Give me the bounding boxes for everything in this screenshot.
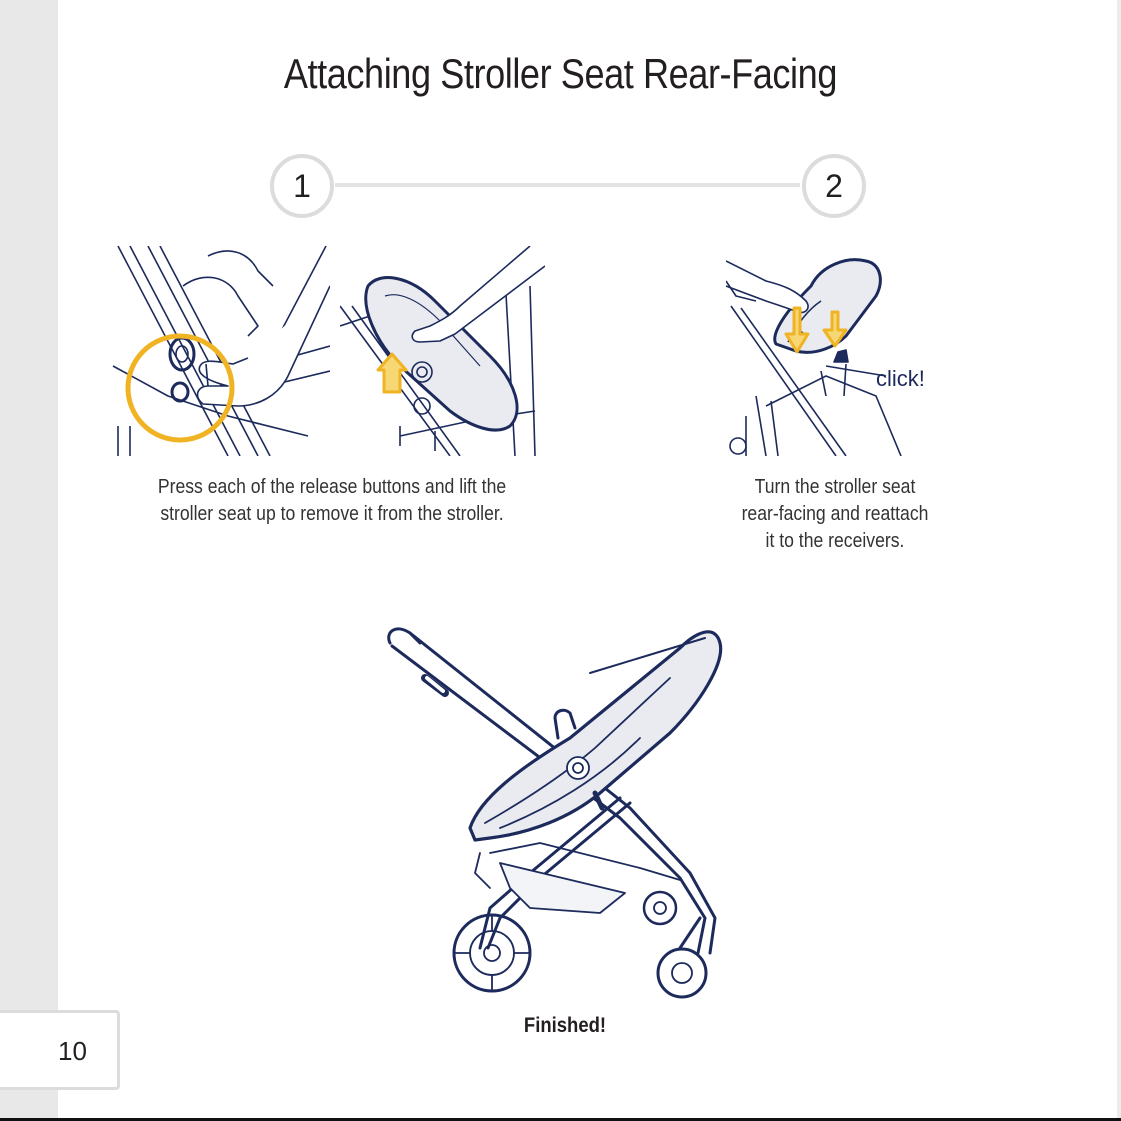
step-2-badge: 2 [802, 154, 866, 218]
step-2-caption: Turn the stroller seat rear-facing and r… [716, 474, 954, 555]
click-callout: click! [876, 366, 925, 392]
step-2-caption-line: Turn the stroller seat [716, 474, 954, 501]
step-1-caption-line: stroller seat up to remove it from the s… [138, 501, 525, 528]
page-number: 10 [58, 1036, 87, 1067]
step-connector-line [335, 183, 800, 187]
step-1-badge: 1 [270, 154, 334, 218]
step-1-caption-line: Press each of the release buttons and li… [138, 474, 525, 501]
step-1-caption: Press each of the release buttons and li… [138, 474, 525, 528]
step-1-lift-seat-illustration [340, 246, 545, 456]
page-edge [1117, 0, 1121, 1121]
page-title: Attaching Stroller Seat Rear-Facing [78, 50, 1042, 98]
step-2-caption-line: it to the receivers. [716, 528, 954, 555]
finished-label: Finished! [512, 1014, 618, 1038]
step-2-attach-seat-illustration [726, 246, 906, 456]
step-1-release-button-illustration [108, 246, 330, 456]
page-margin [0, 0, 58, 1121]
step-2-caption-line: rear-facing and reattach [716, 501, 954, 528]
finished-stroller-illustration [380, 618, 740, 1003]
